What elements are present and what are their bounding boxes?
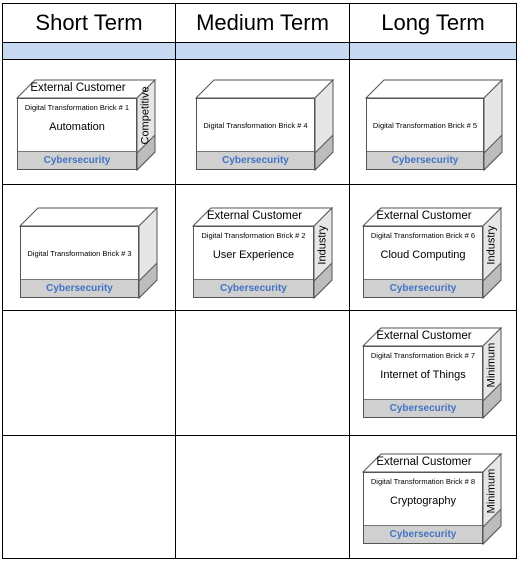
brick-name: Digital Transformation Brick # 6 <box>370 231 476 240</box>
grid-line <box>2 3 517 4</box>
technology-label: Automation <box>49 121 105 133</box>
cybersecurity-band: Cybersecurity <box>21 279 138 297</box>
grid-line <box>2 558 517 559</box>
brick-faces <box>361 206 503 300</box>
technology-label: Internet of Things <box>380 369 466 381</box>
brick-side-band <box>482 381 502 420</box>
brick-faces <box>361 326 503 420</box>
brick-name: Digital Transformation Brick # 7 <box>370 351 476 360</box>
grid-line <box>2 184 517 185</box>
cybersecurity-band: Cybersecurity <box>197 151 314 169</box>
brick-side-band <box>482 507 502 546</box>
cybersecurity-band: Cybersecurity <box>364 399 482 417</box>
technology-label: Cloud Computing <box>380 249 466 261</box>
brick-front-face: Digital Transformation Brick # 3 Cybersec… <box>20 226 139 298</box>
brick-top-face <box>364 79 504 99</box>
column-header-short-term: Short Term <box>35 10 143 35</box>
grid-line <box>175 3 176 559</box>
brick-side-band <box>138 261 158 300</box>
brick-name: Digital Transformation Brick # 2 <box>201 231 306 240</box>
grid-line <box>349 3 350 559</box>
brick-side-band <box>482 261 502 300</box>
brick-name: Digital Transformation Brick # 8 <box>370 477 476 486</box>
brick-side-band <box>136 133 156 172</box>
grid-line <box>516 3 517 559</box>
grid-line <box>2 3 3 559</box>
brick-side-band <box>483 133 503 172</box>
side-label: Minimum <box>485 342 497 387</box>
brick-faces <box>194 78 335 172</box>
external-customer-label: External Customer <box>376 456 472 468</box>
side-label: Minimum <box>485 468 497 513</box>
brick-name: Digital Transformation Brick # 5 <box>372 121 478 130</box>
cybersecurity-band: Cybersecurity <box>364 525 482 543</box>
cybersecurity-band: Cybersecurity <box>194 279 313 297</box>
cybersecurity-band: Cybersecurity <box>367 151 483 169</box>
brick-side-band <box>313 261 333 300</box>
brick-side-band <box>314 133 334 172</box>
side-label: Competitive <box>139 85 151 144</box>
cybersecurity-band: Cybersecurity <box>18 151 136 169</box>
external-customer-label: External Customer <box>30 82 126 94</box>
grid-line <box>2 42 517 43</box>
cybersecurity-band: Cybersecurity <box>364 279 482 297</box>
brick-front-face: Digital Transformation Brick # 4 Cybersec… <box>196 98 315 170</box>
brick-front-face: Digital Transformation Brick # 5 Cybersec… <box>366 98 484 170</box>
brick-top-face <box>18 207 159 227</box>
brick-3: Digital Transformation Brick # 3 Cybersec… <box>18 206 159 300</box>
brick-faces <box>15 78 157 172</box>
brick-name: Digital Transformation Brick # 1 <box>24 103 130 112</box>
column-header-long-term: Long Term <box>381 10 485 35</box>
grid-line <box>2 435 517 436</box>
brick-faces <box>364 78 504 172</box>
external-customer-label: External Customer <box>206 210 303 222</box>
brick-top-face <box>194 79 335 99</box>
brick-faces <box>18 206 159 300</box>
brick-name: Digital Transformation Brick # 3 <box>27 249 132 258</box>
external-customer-label: External Customer <box>376 330 472 342</box>
header-band <box>2 42 516 59</box>
grid-line <box>2 310 517 311</box>
brick-name: Digital Transformation Brick # 4 <box>203 121 308 130</box>
side-label: Industry <box>485 224 497 265</box>
technology-label: User Experience <box>212 249 295 261</box>
technology-label: Cryptography <box>389 495 457 507</box>
external-customer-label: External Customer <box>376 210 472 222</box>
column-header-medium-term: Medium Term <box>196 10 329 35</box>
brick-4: Digital Transformation Brick # 4 Cybersec… <box>194 78 335 172</box>
grid-line <box>2 59 517 60</box>
side-label: Industry <box>316 224 328 265</box>
brick-5: Digital Transformation Brick # 5 Cybersec… <box>364 78 504 172</box>
